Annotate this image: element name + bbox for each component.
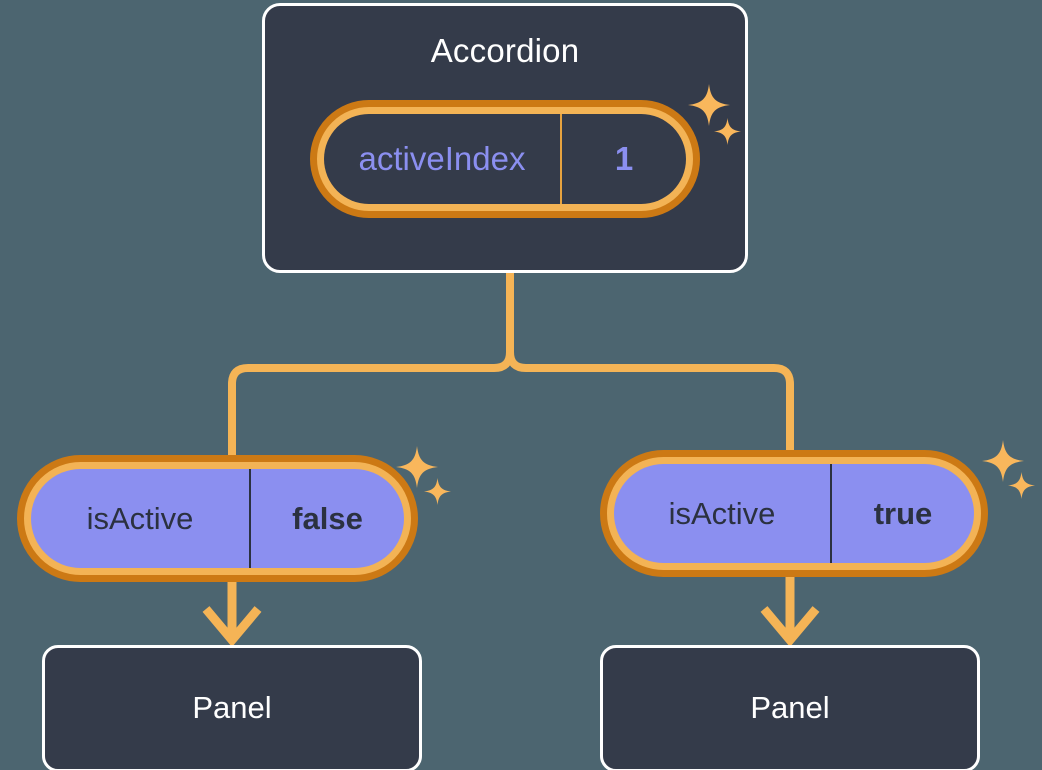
panel-component-card-right[interactable]: Panel [600,645,980,770]
sparkle-icon [424,478,451,505]
prop-pill-body: isActive false [31,469,404,568]
prop-key-active-index: activeIndex [324,114,562,204]
sparkle-icon [688,84,730,126]
prop-value-is-active-left: false [249,469,404,568]
sparkle-icon [396,446,438,488]
connector-branch-left [228,351,514,455]
prop-value-active-index: 1 [614,140,634,177]
prop-pill-is-active-true[interactable]: isActive true [600,450,988,577]
panel-title-left: Panel [192,690,272,725]
prop-value-is-active-right: true [830,464,974,563]
prop-pill-is-active-false[interactable]: isActive false [17,455,418,582]
arrow-head-left [202,606,262,648]
sparkle-icon [982,440,1024,482]
prop-pill-active-index[interactable]: activeIndex 1 [310,100,700,218]
sparkle-icon [714,118,741,145]
connector-branch-right [506,351,794,450]
panel-component-card-left[interactable]: Panel [42,645,422,770]
panel-title-right: Panel [750,690,830,725]
prop-key-is-active-left: isActive [86,500,194,536]
prop-pill-body: activeIndex 1 [324,114,686,204]
arrow-head-right [760,606,820,648]
accordion-title: Accordion [430,32,580,69]
sparkle-icon [1008,472,1035,499]
prop-pill-body: isActive true [614,464,974,563]
prop-key-is-active-right: isActive [668,495,776,531]
